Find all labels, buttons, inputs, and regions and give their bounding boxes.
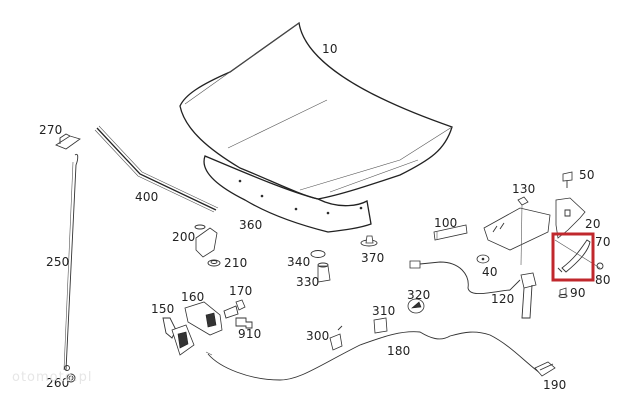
part-250-rod[interactable] <box>63 153 79 371</box>
part-50-bolt[interactable] <box>562 171 573 188</box>
label-330[interactable]: 330 <box>296 275 320 289</box>
part-210-grommet[interactable] <box>207 259 221 267</box>
label-100[interactable]: 100 <box>434 216 458 230</box>
label-170[interactable]: 170 <box>229 284 253 298</box>
label-340[interactable]: 340 <box>287 255 311 269</box>
part-180-cable[interactable] <box>205 331 541 381</box>
part-20-hinge[interactable] <box>483 197 586 251</box>
part-320-grommet[interactable] <box>407 298 425 314</box>
part-160-actuator[interactable] <box>184 301 223 336</box>
part-340-washer[interactable] <box>310 250 326 258</box>
part-130-bolt[interactable] <box>517 196 529 266</box>
part-100-pad[interactable] <box>433 224 468 241</box>
part-300-clip[interactable] <box>329 325 343 351</box>
label-200[interactable]: 200 <box>172 230 196 244</box>
label-190[interactable]: 190 <box>543 378 567 392</box>
label-370[interactable]: 370 <box>361 251 385 265</box>
label-40[interactable]: 40 <box>482 265 498 279</box>
part-120-sensor-cable[interactable] <box>409 260 521 295</box>
part-170-bolt[interactable] <box>223 299 246 319</box>
label-910[interactable]: 910 <box>238 327 262 341</box>
label-90[interactable]: 90 <box>570 286 586 300</box>
part-200-bracket[interactable] <box>194 224 218 258</box>
part-270-bracket[interactable] <box>55 133 81 150</box>
part-260-clip[interactable] <box>64 365 76 383</box>
part-330-buffer[interactable] <box>317 262 331 283</box>
label-260[interactable]: 260 <box>46 376 70 390</box>
highlight-box <box>551 232 595 282</box>
label-300[interactable]: 300 <box>306 329 330 343</box>
label-50[interactable]: 50 <box>579 168 595 182</box>
label-120[interactable]: 120 <box>491 292 515 306</box>
label-20[interactable]: 20 <box>585 217 601 231</box>
part-90-bolt[interactable] <box>558 287 568 298</box>
watermark: otomoto.pl <box>12 370 93 385</box>
label-320[interactable]: 320 <box>407 288 431 302</box>
label-250[interactable]: 250 <box>46 255 70 269</box>
part-360-insulation[interactable] <box>203 155 372 233</box>
part-310-clip[interactable] <box>373 317 388 334</box>
part-370-clip[interactable] <box>360 235 378 247</box>
label-160[interactable]: 160 <box>181 290 205 304</box>
part-910-clip[interactable] <box>235 317 253 329</box>
label-80[interactable]: 80 <box>595 273 611 287</box>
label-310[interactable]: 310 <box>372 304 396 318</box>
label-360[interactable]: 360 <box>239 218 263 232</box>
part-10-hood[interactable] <box>179 21 453 200</box>
part-190-handle[interactable] <box>534 361 556 377</box>
label-130[interactable]: 130 <box>512 182 536 196</box>
part-400-seal[interactable] <box>94 125 219 213</box>
label-400[interactable]: 400 <box>135 190 159 204</box>
part-striker[interactable] <box>520 272 537 319</box>
label-150[interactable]: 150 <box>151 302 175 316</box>
part-40-washer[interactable] <box>476 254 490 264</box>
label-10[interactable]: 10 <box>322 42 338 56</box>
label-180[interactable]: 180 <box>387 344 411 358</box>
label-70[interactable]: 70 <box>595 235 611 249</box>
part-150-lock[interactable] <box>162 317 195 356</box>
label-270[interactable]: 270 <box>39 123 63 137</box>
label-210[interactable]: 210 <box>224 256 248 270</box>
